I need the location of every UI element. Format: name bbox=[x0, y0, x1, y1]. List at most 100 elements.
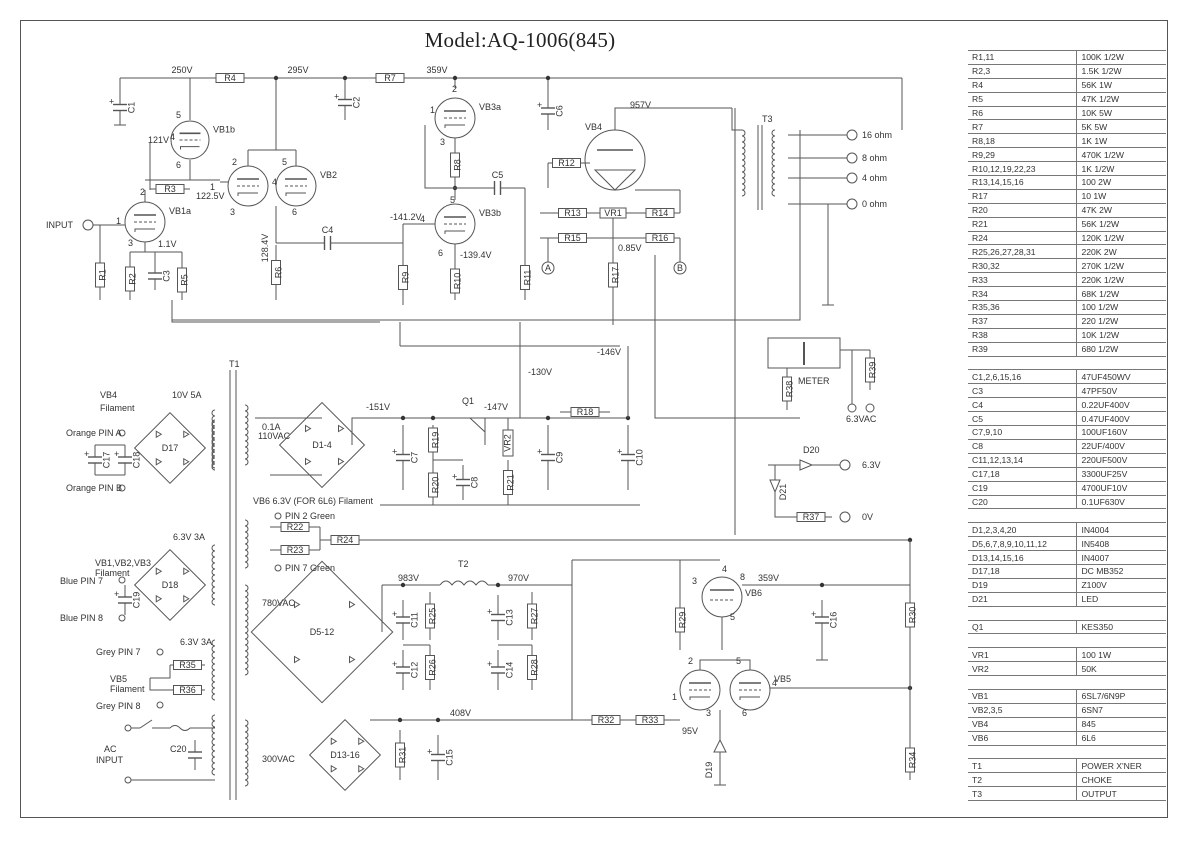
part-ref: R39 bbox=[968, 341, 1077, 357]
drawing-frame bbox=[20, 20, 1168, 818]
resistor bbox=[125, 266, 135, 292]
label: 780VAC bbox=[262, 598, 295, 608]
label: C11 bbox=[409, 612, 419, 628]
label: R20 bbox=[430, 477, 440, 494]
label: 3 bbox=[440, 137, 445, 147]
wire bbox=[171, 300, 380, 323]
resistor bbox=[398, 265, 408, 290]
label: Orange PIN A bbox=[66, 428, 122, 438]
label: D5-12 bbox=[310, 627, 335, 637]
part-value: 22UF/400V bbox=[1076, 438, 1166, 454]
label: Q1 bbox=[462, 396, 474, 406]
resistor bbox=[645, 233, 675, 243]
part-ref: R24 bbox=[968, 230, 1077, 246]
terminal bbox=[846, 198, 858, 210]
resistor bbox=[782, 376, 792, 402]
part-ref: R5 bbox=[968, 91, 1077, 107]
label: R8 bbox=[452, 159, 462, 171]
part-ref: T3 bbox=[968, 786, 1077, 802]
label: -141.2V bbox=[390, 212, 422, 222]
part-value: 1K 1W bbox=[1076, 133, 1166, 149]
label: Orange PIN B bbox=[66, 483, 122, 493]
wire bbox=[731, 108, 742, 131]
part-value bbox=[1077, 745, 1166, 759]
label: R38 bbox=[784, 381, 794, 398]
part-ref: R10,12,19,22,23 bbox=[968, 161, 1077, 177]
label: + bbox=[84, 449, 89, 459]
label: 6 bbox=[742, 708, 747, 718]
label: 4 bbox=[772, 678, 777, 688]
part-value: IN4007 bbox=[1076, 550, 1166, 565]
part-value: KES350 bbox=[1076, 619, 1166, 635]
resistor bbox=[570, 407, 600, 417]
label: 0.1A bbox=[262, 422, 281, 432]
part-ref bbox=[968, 509, 1077, 523]
label: C5 bbox=[492, 170, 504, 180]
label: VB6 6.3V (FOR 6L6) Filament bbox=[253, 496, 374, 506]
part-ref: C4 bbox=[968, 397, 1077, 413]
resistor bbox=[796, 512, 826, 522]
part-ref: C3 bbox=[968, 383, 1077, 399]
transformer-winding bbox=[771, 129, 776, 197]
terminal bbox=[846, 172, 858, 184]
label: R10 bbox=[452, 273, 462, 290]
diode bbox=[183, 594, 190, 603]
label: 122.5V bbox=[196, 191, 225, 201]
label: + bbox=[487, 659, 492, 669]
label: INPUT bbox=[46, 220, 74, 230]
part-value: POWER X'NER bbox=[1076, 758, 1166, 774]
label: -147V bbox=[484, 402, 508, 412]
resistor bbox=[271, 260, 281, 285]
part-value: 5K 5W bbox=[1076, 119, 1166, 135]
label: 3 bbox=[128, 238, 133, 248]
junction-dot bbox=[545, 415, 551, 421]
tube-cathode bbox=[285, 192, 306, 196]
label: 1 bbox=[430, 105, 435, 115]
diode bbox=[305, 424, 312, 433]
label: C20 bbox=[170, 744, 187, 754]
part-ref bbox=[968, 356, 1077, 370]
zener-diode bbox=[713, 738, 727, 753]
tube bbox=[584, 129, 646, 191]
label: + bbox=[392, 609, 397, 619]
part-ref: D1,2,3,4,20 bbox=[968, 522, 1077, 538]
terminal bbox=[274, 512, 282, 520]
resistor bbox=[450, 152, 460, 178]
label: 6.3VAC bbox=[846, 414, 877, 424]
bridge-rectifier bbox=[133, 548, 207, 622]
part-value: 470K 1/2W bbox=[1076, 147, 1166, 163]
resistor bbox=[520, 265, 530, 290]
bridge-rectifier bbox=[133, 411, 207, 485]
diode bbox=[305, 457, 312, 466]
terminal bbox=[124, 776, 132, 784]
label: 128.4V bbox=[260, 234, 270, 263]
transformer-winding bbox=[244, 584, 249, 676]
label: C3 bbox=[161, 270, 171, 282]
part-value: 220K 1/2W bbox=[1076, 272, 1166, 288]
label: R16 bbox=[652, 233, 669, 243]
label: R5 bbox=[179, 274, 189, 286]
part-ref: R21 bbox=[968, 216, 1077, 232]
label: C16 bbox=[828, 612, 838, 629]
resistor bbox=[635, 715, 665, 725]
label: R17 bbox=[610, 267, 620, 284]
label: R33 bbox=[642, 715, 659, 725]
label: VB4 bbox=[100, 390, 117, 400]
label: R30 bbox=[907, 607, 917, 624]
part-ref: D17,18 bbox=[968, 563, 1077, 579]
resistor bbox=[173, 660, 202, 670]
junction-dot bbox=[430, 415, 436, 421]
terminal bbox=[82, 219, 94, 231]
label: PIN 2 Green bbox=[285, 511, 335, 521]
label: 2 bbox=[452, 84, 457, 94]
resistor bbox=[645, 208, 675, 218]
